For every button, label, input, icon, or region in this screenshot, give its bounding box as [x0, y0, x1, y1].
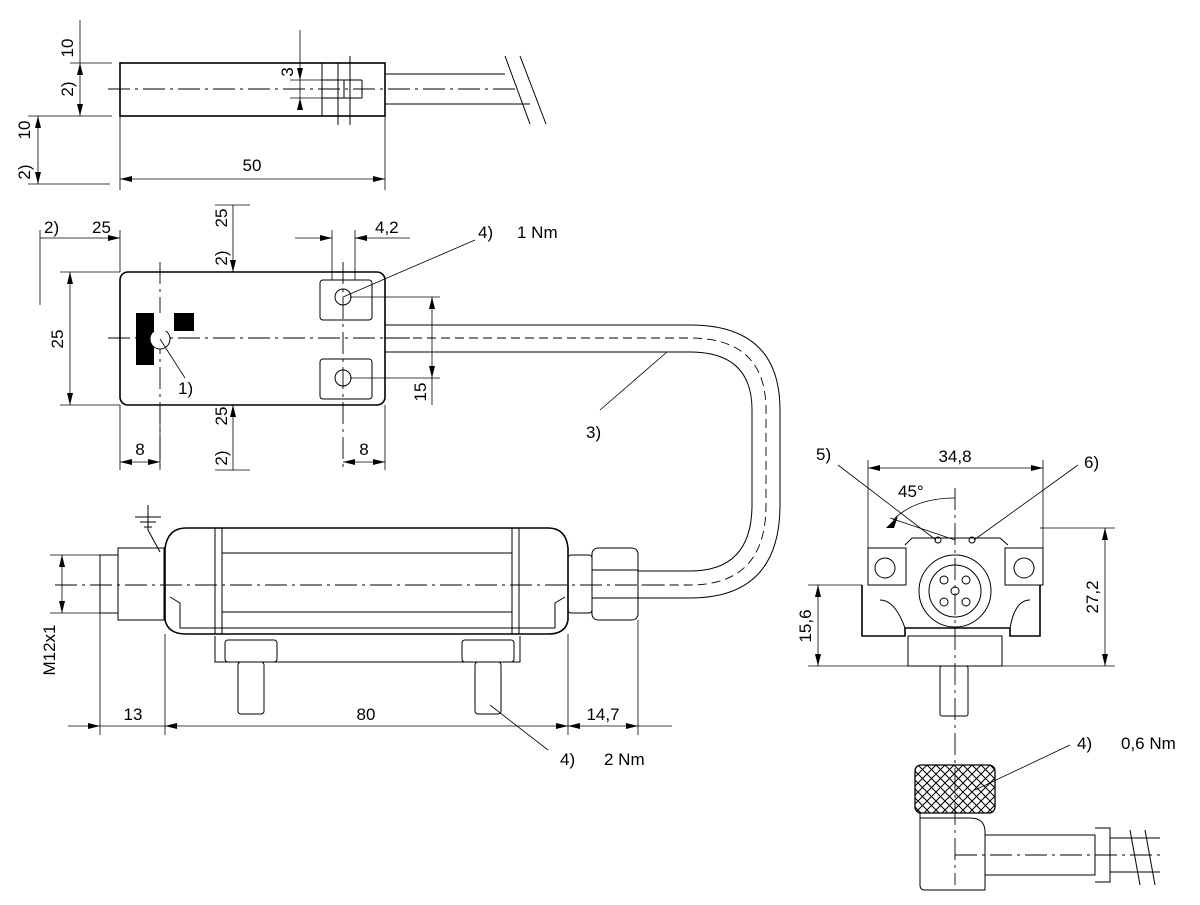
note-mid-bottom-2: 2) — [212, 450, 231, 465]
callout-4-top-num: 4) — [478, 223, 493, 242]
callout-1: 1) — [178, 379, 193, 398]
callout-4-connector-num: 4) — [1077, 734, 1092, 753]
dim-top-10: 10 — [58, 39, 77, 58]
dim-length-50: 50 — [243, 156, 262, 175]
dim-34-8: 34,8 — [938, 447, 971, 466]
dim-14-7: 14,7 — [586, 705, 619, 724]
dim-27-2: 27,2 — [1083, 580, 1102, 613]
dim-mid-height-25: 25 — [48, 330, 67, 349]
dim-13: 13 — [124, 705, 143, 724]
callout-4-bottom-torque: 2 Nm — [604, 750, 645, 769]
dim-mid-top-25: 25 — [212, 209, 231, 228]
dim-mid-left-25: 25 — [92, 218, 111, 237]
note-top-2: 2) — [58, 81, 77, 96]
callout-4-top-torque: 1 Nm — [517, 223, 558, 242]
note-mid-top-2: 2) — [212, 250, 231, 265]
callout-4-bottom-num: 4) — [560, 750, 575, 769]
callout-3: 3) — [586, 423, 601, 442]
dim-80: 80 — [357, 705, 376, 724]
dim-left-8: 8 — [135, 440, 144, 459]
connector-view — [914, 744, 1160, 891]
dim-pitch-15: 15 — [411, 383, 430, 402]
dim-15-6: 15,6 — [796, 609, 815, 642]
labels: 10 2) 3 10 2) 50 2) 25 25 2) 4,2 25 15 2… — [15, 39, 1176, 769]
end-view — [808, 460, 1115, 885]
dim-right-8: 8 — [359, 440, 368, 459]
dim-hole-4-2: 4,2 — [375, 218, 399, 237]
note-top-lower-2: 2) — [15, 164, 34, 179]
callout-4-connector-torque: 0,6 Nm — [1121, 734, 1176, 753]
dim-angle-45: 45° — [898, 482, 924, 501]
top-view — [28, 20, 547, 190]
dim-mid-bottom-25: 25 — [212, 407, 231, 426]
dim-top-lower-10: 10 — [15, 121, 34, 140]
note-mid-left-2: 2) — [44, 218, 59, 237]
callout-5: 5) — [816, 445, 831, 464]
callout-6: 6) — [1084, 453, 1099, 472]
plan-view — [39, 204, 781, 599]
dim-m12: M12x1 — [40, 624, 59, 675]
side-view — [50, 505, 672, 751]
dim-slot-3: 3 — [278, 67, 297, 76]
